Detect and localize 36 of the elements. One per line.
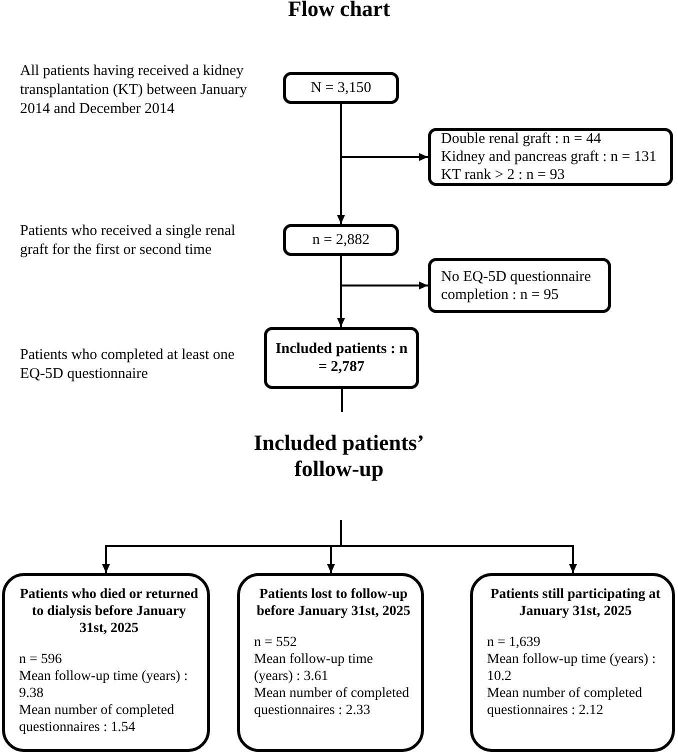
process-box <box>283 224 399 256</box>
process-box <box>264 327 419 389</box>
arrow <box>340 520 577 573</box>
box-text: Double renal graft : n = 44 <box>441 130 602 148</box>
box-text: Included patients : n = 2,787 <box>274 340 409 376</box>
outcome-box <box>2 573 210 752</box>
box-heading: Patients still participating at January 31st, 2025 <box>490 586 662 620</box>
exclusion-box <box>428 128 673 186</box>
box-text: n = 2,882 <box>311 231 371 249</box>
box-heading: Patients who died or returned to dialysis before January 31st, 2025 <box>19 586 199 637</box>
box-text: n = 552 <box>254 634 298 651</box>
process-box <box>283 72 399 104</box>
box-heading: Patients lost to follow-up before January 31st, 2025 <box>256 586 412 620</box>
box-text: Mean follow-up time (years) : 3.61 <box>254 651 374 685</box>
step-description: All patients having received a kidney transplantation (KT) between January 2014 and December 2014 <box>20 62 248 119</box>
outcome-box <box>470 573 675 752</box>
box-text: Mean number of completed questionnaires : 2.12 <box>487 685 644 719</box>
box-text: n = 1,639 <box>487 634 542 651</box>
box-text: n = 596 <box>19 651 63 668</box>
connector-line <box>341 389 343 412</box>
box-text: No EQ-5D questionnaire completion : n = 95 <box>441 268 592 304</box>
box-text: KT rank > 2 : n = 93 <box>441 166 566 184</box>
chart-title: Flow chart <box>286 0 392 22</box>
exclusion-box <box>428 258 611 313</box>
step-description: Patients who received a single renal graft for the first or second time <box>20 222 236 260</box>
box-text: Mean number of completed questionnaires : 2.33 <box>254 685 410 719</box>
arrow <box>340 256 428 290</box>
outcome-box <box>237 573 424 752</box>
arrow <box>340 104 428 161</box>
box-text: Mean number of completed questionnaires : 1.54 <box>19 702 176 736</box>
box-text: Mean follow-up time (years) : 9.38 <box>19 668 189 702</box>
box-text: N = 3,150 <box>310 79 372 97</box>
box-text: Mean follow-up time (years) : 10.2 <box>487 651 657 685</box>
section-heading: Included patients’ follow-up <box>252 430 426 482</box>
box-text: Kidney and pancreas graft : n = 131 <box>441 148 658 166</box>
step-description: Patients who completed at least one EQ-5D questionnaire <box>20 346 236 384</box>
